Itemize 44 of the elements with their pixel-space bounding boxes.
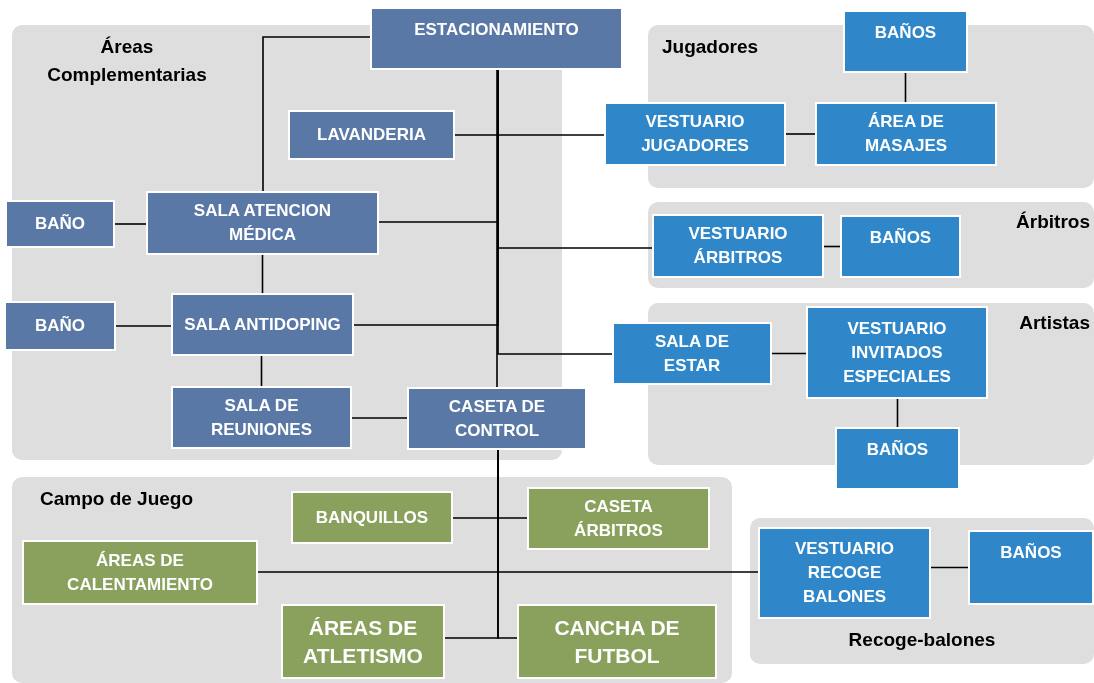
connector-line [262,36,371,192]
zone-heading: Jugadores [662,35,759,59]
room-box: ÁREAS DE CALENTAMIENTO [22,540,258,605]
zone-panel [12,477,732,683]
connector-line [261,254,264,294]
connector-line [771,352,807,355]
room-box: LAVANDERIA [288,110,455,160]
zone-heading: Artistas [1019,311,1090,335]
connector-line [351,417,408,419]
zone-panel [750,518,1094,664]
connector-line [930,566,969,569]
zone-heading: Árbitros [1016,210,1090,234]
room-box: VESTUARIO ÁRBITROS [652,214,824,278]
room-box: BAÑO [4,301,116,351]
room-box: ÁREAS DE ATLETISMO [281,604,445,679]
room-box: BANQUILLOS [291,491,453,544]
room-box: SALA ANTIDOPING [171,293,354,356]
connector-line [115,325,172,327]
room-box: VESTUARIO INVITADOS ESPECIALES [806,306,988,399]
room-box: BAÑOS [968,530,1094,605]
zone-panel [648,202,1094,288]
room-box: CASETA DE CONTROL [407,387,587,450]
room-box: BAÑOS [843,10,968,73]
room-box: BAÑOS [835,427,960,490]
connector-line [896,398,899,428]
connector-line [823,245,841,248]
room-box: VESTUARIO RECOGE BALONES [758,527,931,619]
zone-heading: Áreas Complementarias [46,35,208,87]
connector-line [496,69,498,388]
room-box: VESTUARIO JUGADORES [604,102,786,166]
room-box: SALA ATENCION MÉDICA [146,191,379,255]
room-box: CASETA ÁRBITROS [527,487,710,550]
room-box: ÁREA DE MASAJES [815,102,997,166]
room-box: SALA DE ESTAR [612,322,772,385]
room-box: CANCHA DE FUTBOL [517,604,717,679]
zone-heading: Recoge-balones [847,628,997,652]
room-box: BAÑOS [840,215,961,278]
connector-line [785,133,816,135]
room-box: ESTACIONAMIENTO [370,7,623,70]
connector-line [114,223,147,225]
zone-heading: Campo de Juego [40,487,194,511]
room-box: SALA DE REUNIONES [171,386,352,449]
connector-line [904,72,907,103]
connector-line [260,355,263,387]
